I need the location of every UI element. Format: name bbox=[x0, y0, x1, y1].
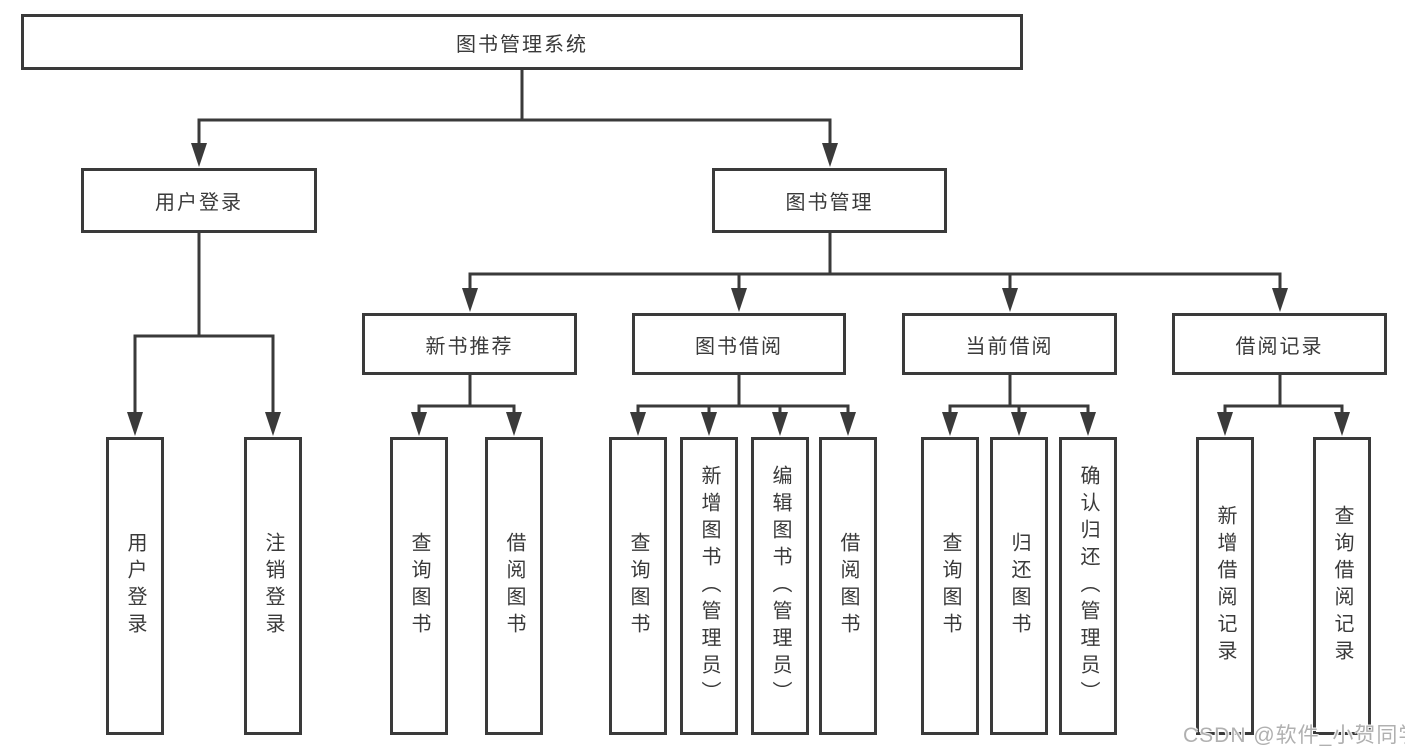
edge-bookborrow-to-children bbox=[630, 375, 856, 436]
leaf-return-books: 归还图书 bbox=[990, 437, 1048, 735]
node-current-borrowing: 当前借阅 bbox=[902, 313, 1117, 375]
node-label: 新增借阅记录 bbox=[1214, 505, 1236, 667]
leaf-query-books-current: 查询图书 bbox=[921, 437, 979, 735]
node-book-borrowing: 图书借阅 bbox=[632, 313, 846, 375]
leaf-borrow-books-recommend: 借阅图书 bbox=[485, 437, 543, 735]
node-label: 新增图书（管理员） bbox=[698, 464, 720, 708]
leaf-edit-books-admin: 编辑图书（管理员） bbox=[751, 437, 809, 735]
node-label: 借阅图书 bbox=[503, 532, 525, 640]
node-label: 借阅记录 bbox=[1235, 335, 1324, 358]
leaf-add-borrow-record: 新增借阅记录 bbox=[1196, 437, 1254, 735]
node-label: 查询图书 bbox=[408, 532, 430, 640]
leaf-logout: 注销登录 bbox=[244, 437, 302, 735]
edge-borrowrecords-to-children bbox=[1217, 375, 1350, 436]
edge-userlogin-to-children bbox=[127, 233, 281, 436]
node-label: 用户登录 bbox=[155, 192, 243, 214]
node-label: 用户登录 bbox=[124, 532, 146, 640]
csdn-watermark: CSDN @软件_小贺同学 bbox=[1183, 724, 1405, 747]
node-label: 当前借阅 bbox=[965, 335, 1054, 358]
node-label: 图书管理系统 bbox=[456, 33, 588, 56]
leaf-user-login: 用户登录 bbox=[106, 437, 164, 735]
node-label: 注销登录 bbox=[262, 532, 284, 640]
leaf-borrow-books: 借阅图书 bbox=[819, 437, 877, 735]
node-borrowing-records: 借阅记录 bbox=[1172, 313, 1387, 375]
node-root-system: 图书管理系统 bbox=[21, 14, 1023, 70]
leaf-confirm-return-admin: 确认归还（管理员） bbox=[1059, 437, 1117, 735]
node-label: 编辑图书（管理员） bbox=[769, 464, 791, 708]
leaf-query-books-recommend: 查询图书 bbox=[390, 437, 448, 735]
edge-currentborrow-to-children bbox=[942, 375, 1096, 436]
node-label: 图书管理 bbox=[785, 192, 874, 214]
node-label: 新书推荐 bbox=[425, 335, 514, 358]
leaf-query-books-borrowing: 查询图书 bbox=[609, 437, 667, 735]
node-book-management-branch: 图书管理 bbox=[712, 168, 947, 233]
node-label: 图书借阅 bbox=[695, 335, 783, 358]
leaf-query-borrow-record: 查询借阅记录 bbox=[1313, 437, 1371, 735]
node-label: 确认归还（管理员） bbox=[1077, 464, 1099, 708]
edge-bookmgmt-to-level3 bbox=[462, 233, 1288, 312]
edge-newbookrec-to-children bbox=[411, 375, 522, 436]
leaf-add-books-admin: 新增图书（管理员） bbox=[680, 437, 738, 735]
node-label: 归还图书 bbox=[1008, 532, 1030, 640]
edge-root-to-level2 bbox=[191, 68, 838, 167]
node-label: 查询借阅记录 bbox=[1331, 505, 1353, 667]
node-user-login-branch: 用户登录 bbox=[81, 168, 317, 233]
node-label: 查询图书 bbox=[627, 532, 649, 640]
node-label: 借阅图书 bbox=[837, 532, 859, 640]
node-new-book-recommend: 新书推荐 bbox=[362, 313, 577, 375]
node-label: 查询图书 bbox=[939, 532, 961, 640]
